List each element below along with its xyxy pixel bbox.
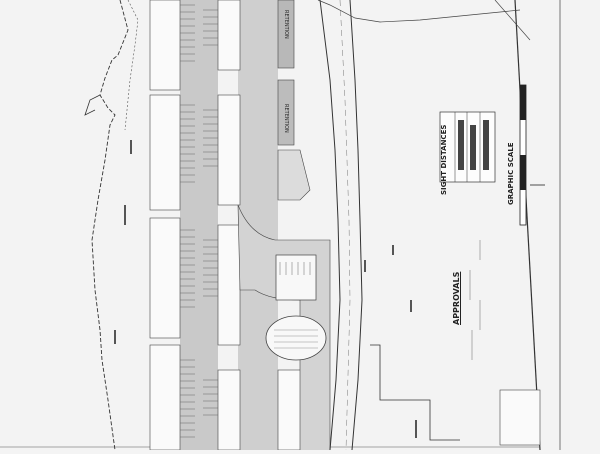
parking-stalls-middle: [203, 9, 218, 416]
roadway-edge: [349, 0, 363, 451]
parking-stalls-left: [180, 4, 195, 438]
roadway-edge: [319, 0, 341, 451]
adjacent-parcel-outline: [370, 344, 460, 441]
sight-distance-table: [439, 111, 496, 183]
cul-de-sac: [265, 315, 327, 361]
property-boundary: [91, 0, 129, 451]
approvals-title: APPROVALS: [452, 271, 461, 325]
approval-signature-lines: [469, 240, 481, 360]
dimension-annotations: [114, 140, 417, 438]
retention-area-1: [277, 0, 295, 69]
lot-line: [494, 0, 531, 41]
sight-distances-title: SIGHT DISTANCES: [440, 124, 448, 195]
roadway-centerline: [339, 0, 351, 451]
graphic-scale-title: GRAPHIC SCALE: [507, 142, 515, 205]
entrance-island: [275, 254, 317, 301]
sheet-border-line: [514, 0, 541, 451]
retention-area-2: [277, 79, 295, 146]
building-row-middle: [217, 0, 241, 451]
retention-label: RETENTION: [283, 104, 289, 133]
island-parking-stalls: [279, 262, 311, 275]
property-boundary-notch: [84, 94, 101, 116]
cul-de-sac-stalls: [274, 329, 318, 349]
graphic-scale-bar: [519, 84, 527, 226]
retention-area-outline: [277, 149, 311, 201]
paved-drive-aisle: [180, 0, 218, 450]
retention-label: RETENTION: [283, 10, 289, 39]
lot-line: [317, 0, 521, 23]
building-row-left: [149, 0, 181, 451]
notes-box: [499, 389, 541, 446]
